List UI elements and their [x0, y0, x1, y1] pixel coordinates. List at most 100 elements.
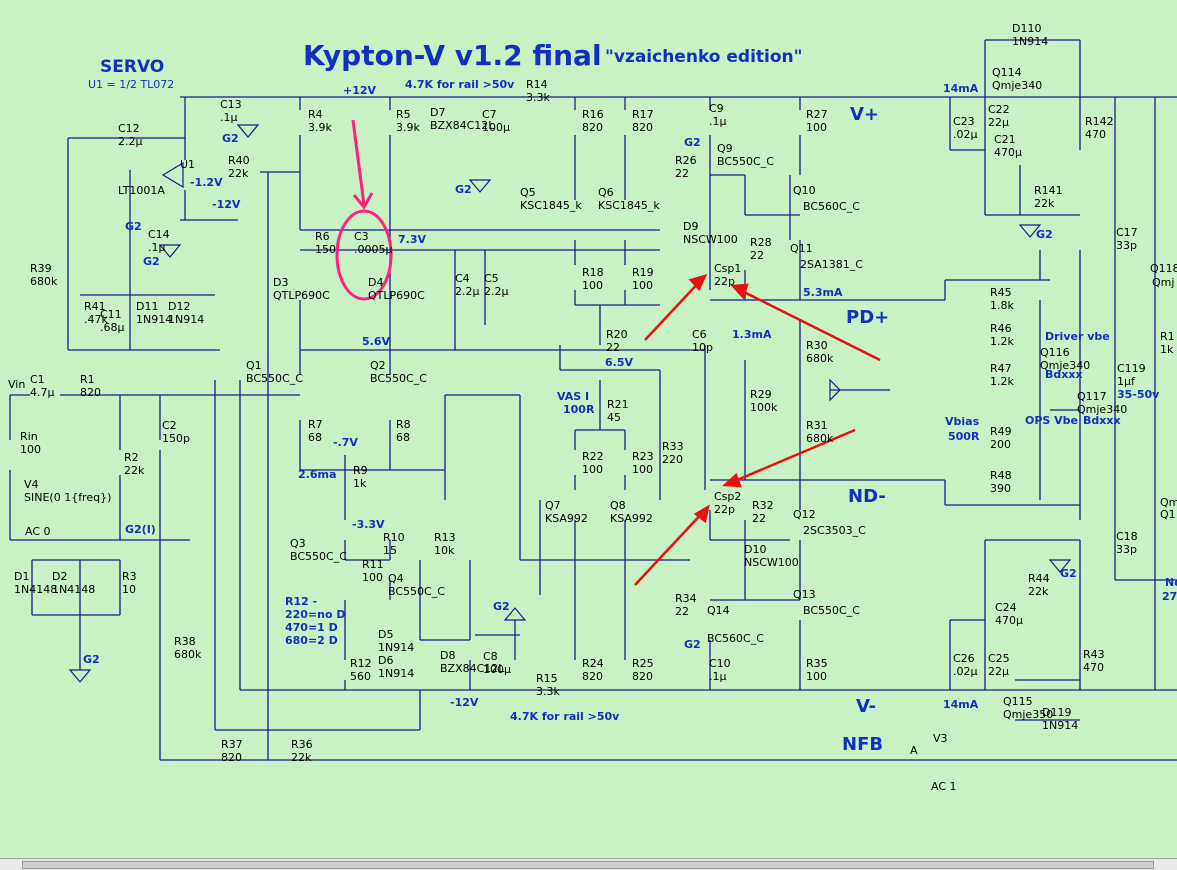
component-value: 1N914 — [1012, 35, 1048, 48]
servo-note: U1 = 1/2 TL072 — [88, 78, 174, 91]
horizontal-scrollbar[interactable] — [0, 858, 1177, 870]
component-value: 150p — [162, 432, 190, 445]
component-ref: R43 — [1083, 648, 1105, 661]
component-value: Qmje340 — [992, 79, 1042, 92]
net-label-v12n_b: -12V — [450, 696, 479, 709]
component-value: 1.2k — [990, 335, 1014, 348]
component-ref: R142 — [1085, 115, 1114, 128]
vin-label: Vin — [8, 378, 25, 391]
component-ref: R16 — [582, 108, 604, 121]
component-value: 22k — [228, 167, 249, 180]
g2-label: G2 — [1060, 567, 1077, 580]
component-ref: C8 — [483, 650, 498, 663]
partial-label: Q1 — [1160, 508, 1176, 521]
component-value: 10k — [434, 544, 455, 557]
component-ref: Csp2 — [714, 490, 741, 503]
component-ref: C7 — [482, 108, 497, 121]
component-ref: R6 — [315, 230, 330, 243]
component-ref: C1 — [30, 373, 45, 386]
component-value: 100 — [582, 279, 603, 292]
component-value: 100 — [632, 463, 653, 476]
component-value: 45 — [607, 411, 621, 424]
component-value: 100 — [20, 443, 41, 456]
component-ref: C13 — [220, 98, 242, 111]
component-ref: R47 — [990, 362, 1012, 375]
component-ref: D3 — [273, 276, 288, 289]
component-value: BC550C_C — [290, 550, 347, 563]
component-ref: R18 — [582, 266, 604, 279]
component-ref: D119 — [1042, 706, 1071, 719]
component-ref: D4 — [368, 276, 383, 289]
component-ref: R8 — [396, 418, 411, 431]
component-value: .0005μ — [354, 243, 393, 256]
component-value: BZX84C12L — [440, 662, 505, 675]
component-value: 22k — [1028, 585, 1049, 598]
component-value: 22k — [1034, 197, 1055, 210]
component-ref: R41 — [84, 300, 106, 313]
component-ref: R45 — [990, 286, 1012, 299]
net-label-bdxxx2: Bdxxx — [1083, 414, 1121, 427]
component-ref: Q9 — [717, 142, 733, 155]
schematic-title: Kypton-V v1.2 final — [303, 39, 602, 72]
component-value: 3.3k — [536, 685, 560, 698]
component-ref: C26 — [953, 652, 975, 665]
servo-title: SERVO — [100, 57, 164, 77]
component-ref: R14 — [526, 78, 548, 91]
component-value: 10p — [692, 341, 713, 354]
component-ref: R7 — [308, 418, 323, 431]
component-value: 100 — [806, 121, 827, 134]
component-ref: R9 — [353, 464, 368, 477]
component-value: 470 — [1083, 661, 1104, 674]
component-value: 1N914 — [1042, 719, 1078, 732]
component-ref: R10 — [383, 531, 405, 544]
component-ref: C21 — [994, 133, 1016, 146]
partial-label: Q118 — [1150, 262, 1177, 275]
component-ref: Q7 — [545, 499, 561, 512]
component-value: .1μ — [709, 115, 727, 128]
component-value: 100 — [582, 463, 603, 476]
net-label-n27: 27I — [1162, 590, 1177, 603]
net-label-i26: 2.6ma — [298, 468, 336, 481]
c3-highlight-circle — [335, 119, 393, 301]
component-ref: Q10 — [793, 184, 816, 197]
scrollbar-thumb[interactable] — [22, 861, 1154, 869]
component-value: 100 — [632, 279, 653, 292]
component-value: 150 — [315, 243, 336, 256]
component-value: 820 — [221, 751, 242, 764]
component-ref: R3 — [122, 570, 137, 583]
component-ref: R32 — [752, 499, 774, 512]
component-value: QTLP690C — [368, 289, 425, 302]
component-ref: D7 — [430, 106, 445, 119]
g2-label: G2 — [455, 183, 472, 196]
net-label-bdxxx1: Bdxxx — [1045, 368, 1083, 381]
component-value: AC 1 — [931, 780, 957, 793]
component-ref: D10 — [744, 543, 766, 556]
component-ref: C11 — [100, 308, 122, 321]
component-ref: U1 — [180, 158, 195, 171]
component-ref: C18 — [1116, 530, 1138, 543]
component-ref: R24 — [582, 657, 604, 670]
g2-label: G2 — [125, 220, 142, 233]
component-value: KSA992 — [610, 512, 653, 525]
r12-note: 470=1 D — [285, 621, 338, 634]
component-value: .47k — [84, 313, 108, 326]
component-value: 22p — [714, 275, 735, 288]
component-value: Qmje340 — [1040, 359, 1090, 372]
component-ref: R20 — [606, 328, 628, 341]
net-label-rail_note_top: 4.7K for rail >50v — [405, 78, 515, 91]
component-value: LT1001A — [118, 184, 165, 197]
net-label-v12n: -12V — [212, 198, 241, 211]
component-value: 22 — [752, 512, 766, 525]
component-ref: C25 — [988, 652, 1010, 665]
component-value: SINE(0 1{freq}) — [24, 491, 111, 504]
net-label-i14_bot: 14mA — [943, 698, 979, 711]
partial-label: R1 — [1160, 330, 1175, 343]
component-ref: D6 — [378, 654, 393, 667]
component-value: 100μ — [482, 121, 510, 134]
component-ref: C4 — [455, 272, 470, 285]
component-ref: Q14 — [707, 604, 730, 617]
component-value: 560 — [350, 670, 371, 683]
component-value: 100μ — [483, 663, 511, 676]
component-ref: D110 — [1012, 22, 1041, 35]
